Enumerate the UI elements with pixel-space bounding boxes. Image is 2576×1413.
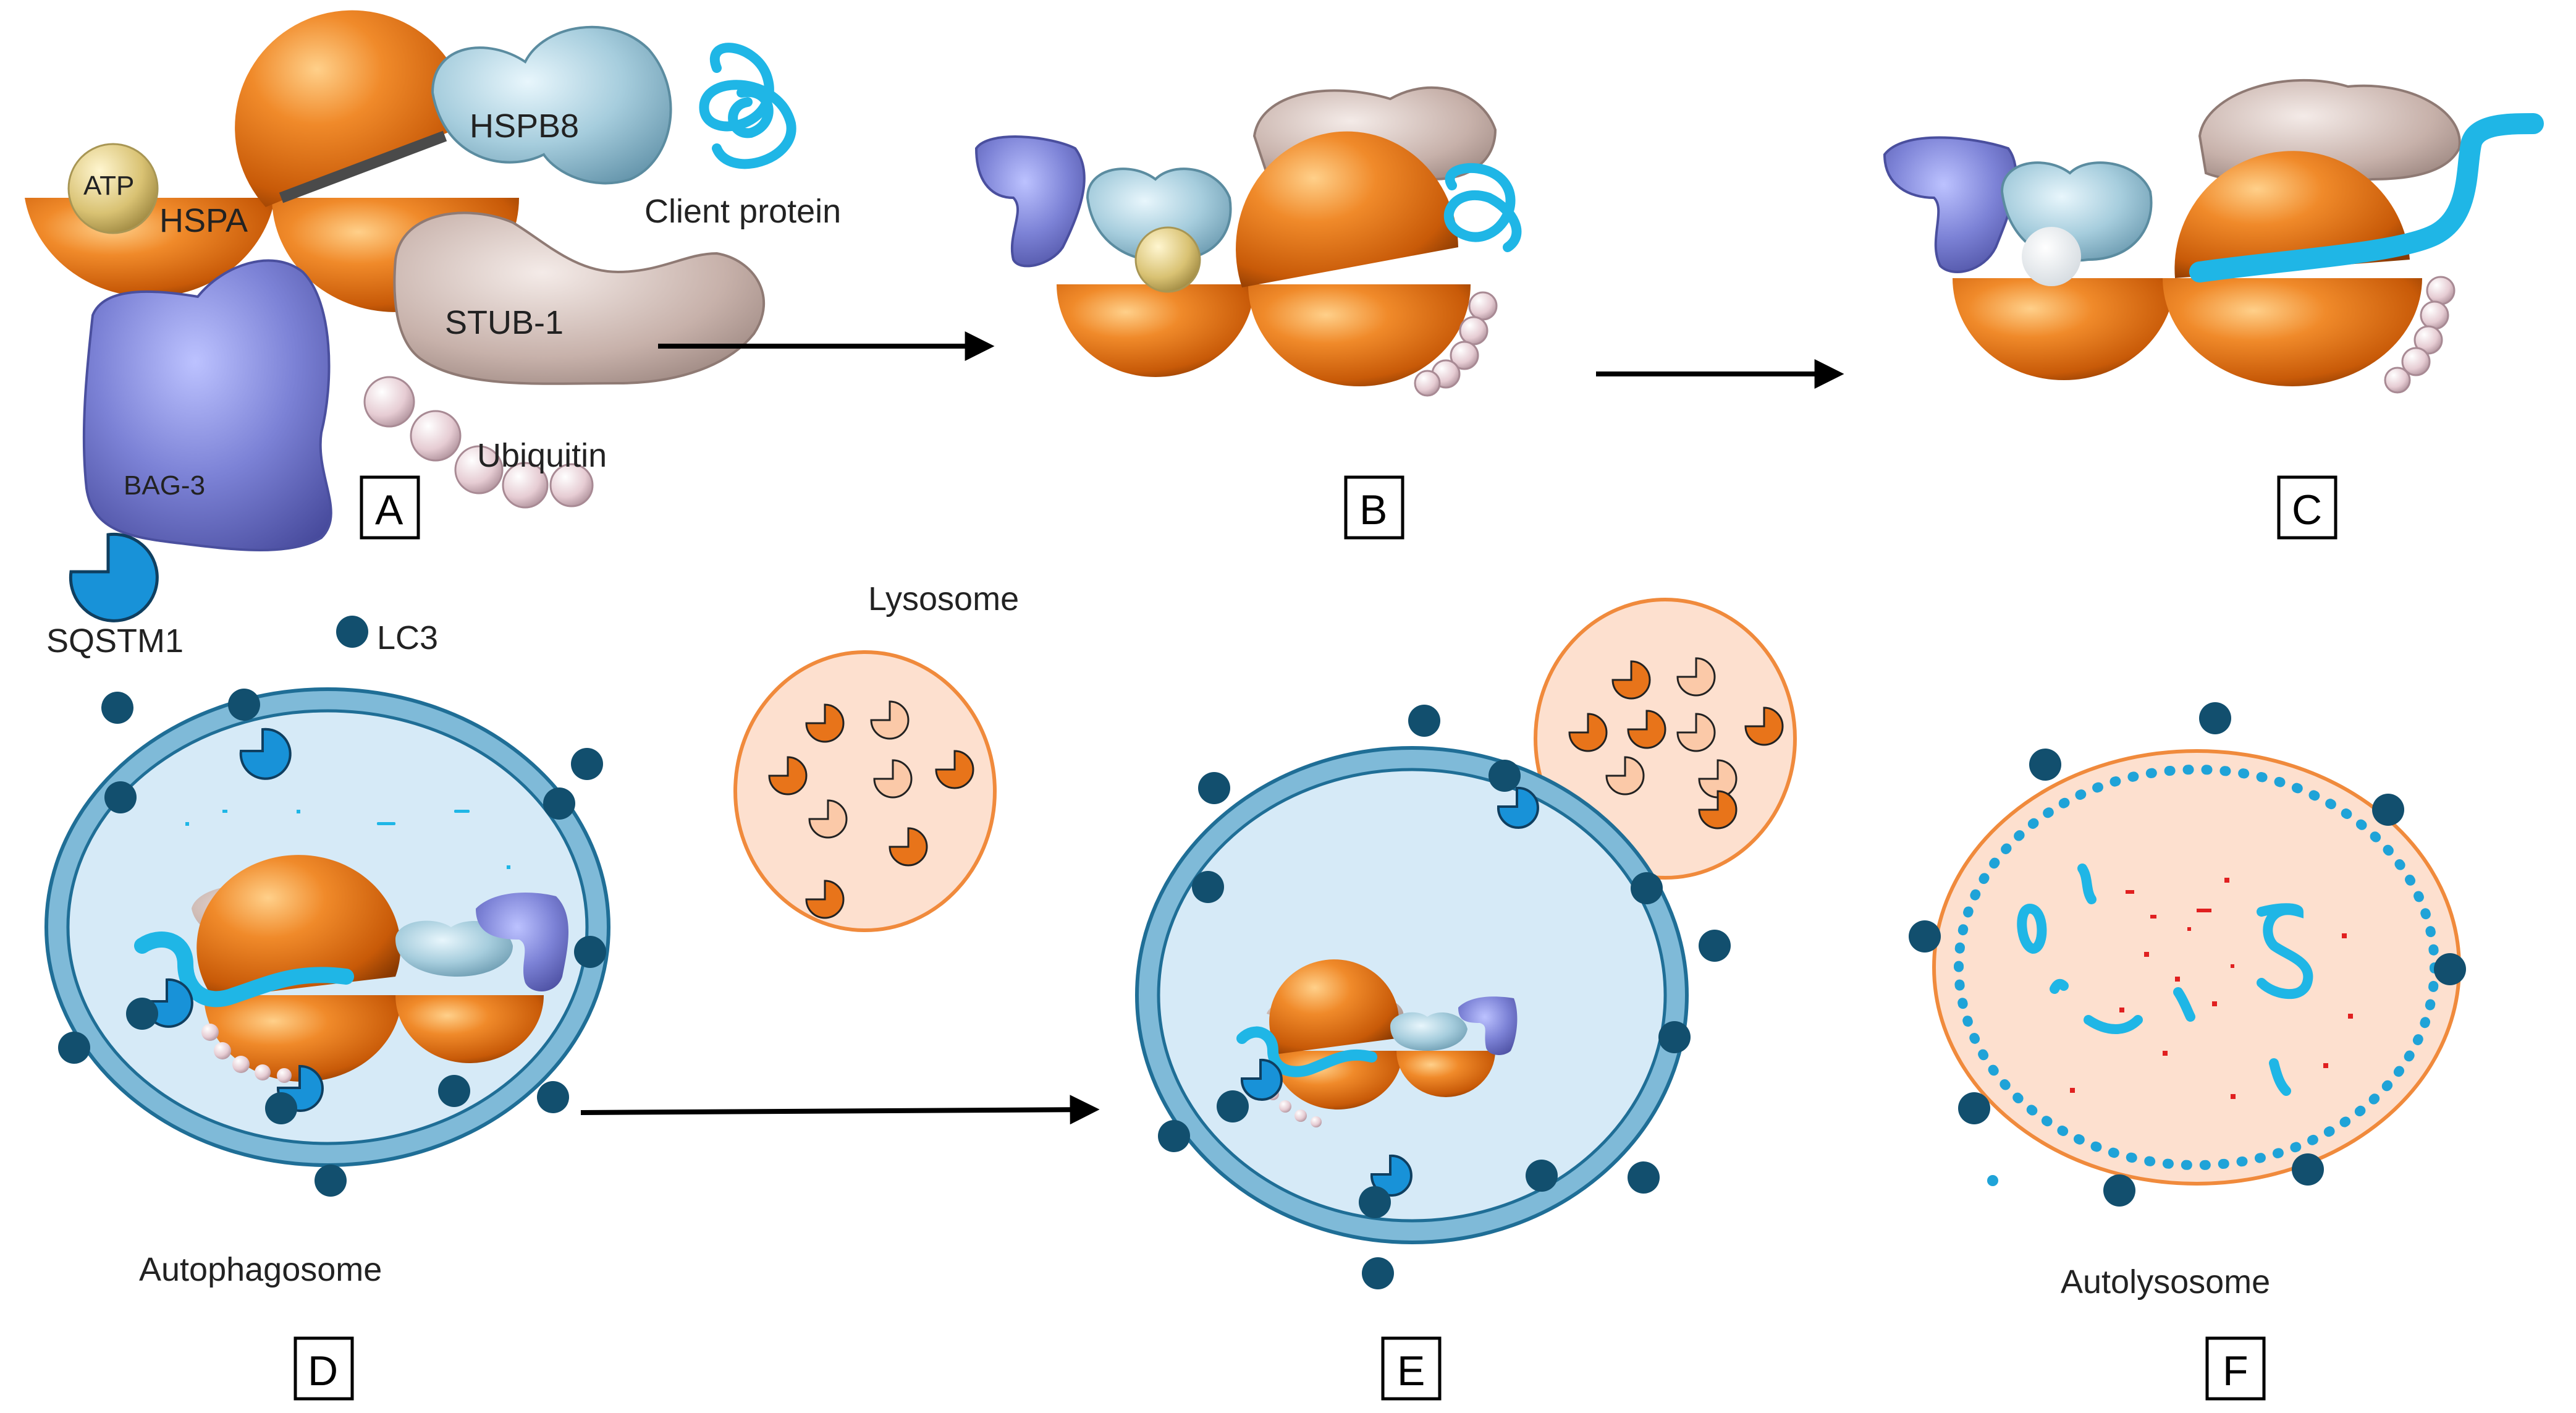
svg-text:E: E [1397, 1347, 1425, 1394]
lc3-dots-d [58, 689, 606, 1197]
lysosome-label: Lysosome [868, 580, 1019, 617]
svg-text:B: B [1359, 486, 1387, 533]
panel-letter-e: E [1381, 1336, 1442, 1401]
panel-b-complex [974, 86, 1522, 397]
autolysosome-label: Autolysosome [2061, 1263, 2270, 1301]
bag3-label: BAG-3 [124, 470, 205, 501]
hspb8-label: HSPB8 [470, 108, 579, 145]
hspa-top-dome [235, 10, 470, 207]
hspa-label: HSPA [159, 202, 248, 239]
svg-text:F: F [2223, 1347, 2249, 1394]
lysosome-d [733, 650, 997, 932]
panel-a-components: ATP HSPA HSPB8 Client protein STUB-1 BAG… [25, 10, 841, 660]
stub1-label: STUB-1 [445, 304, 564, 341]
hspb8-shape [431, 25, 672, 185]
autophagosome-e-lumen [1157, 768, 1667, 1223]
autophagosome-label: Autophagosome [139, 1251, 382, 1288]
panel-letter-b: B [1344, 475, 1404, 540]
panel-letter-c: C [2277, 475, 2337, 540]
svg-text:C: C [2292, 486, 2322, 533]
ubiquitin-label: Ubiquitin [477, 437, 607, 474]
svg-text:A: A [375, 486, 403, 533]
lc3-icon [336, 616, 368, 648]
ubiquitin-icon [363, 376, 594, 509]
bag3-shape [82, 259, 332, 551]
atp-label: ATP [83, 171, 134, 201]
arrow-d-to-e [580, 1095, 1100, 1125]
atp-sphere [67, 143, 159, 234]
lc3-label: LC3 [377, 619, 438, 656]
panel-d-autophagosome [44, 687, 610, 1197]
client-protein-icon [699, 43, 796, 169]
panel-c-complex [1883, 78, 2544, 394]
client-protein-label: Client protein [644, 193, 841, 230]
panel-f-autolysosome [1909, 702, 2466, 1207]
panel-letter-f: F [2205, 1336, 2266, 1401]
panel-letter-d: D [293, 1336, 354, 1401]
sqstm1-label: SQSTM1 [46, 622, 184, 660]
lc3-dots-f [1909, 702, 2466, 1207]
stub1-shape [393, 211, 766, 385]
lc3-dots-e [1158, 705, 1731, 1289]
sqstm1-icon [69, 532, 159, 622]
panel-e-fusion [1135, 598, 1797, 1289]
svg-text:D: D [308, 1347, 338, 1394]
panel-letter-a: A [360, 475, 420, 540]
